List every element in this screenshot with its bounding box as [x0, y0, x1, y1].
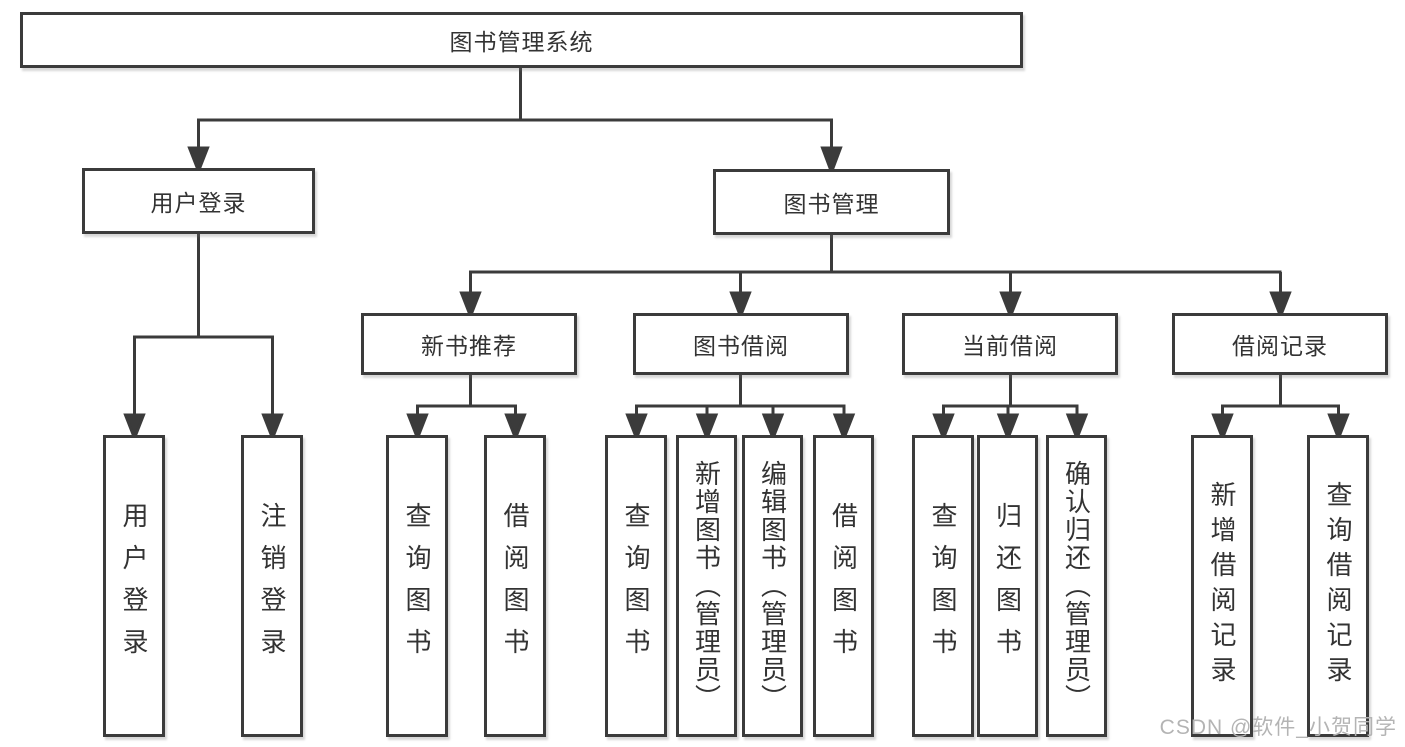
leaf-nb-query-books: 查询图书	[386, 435, 448, 737]
leaf-cb-confirm-return-admin: 确认归还（管理员）	[1046, 435, 1107, 737]
node-user-login: 用户登录	[82, 168, 315, 234]
node-book-management: 图书管理	[713, 169, 950, 235]
leaf-cb-return-books-label: 归还图书	[992, 502, 1023, 670]
csdn-watermark: CSDN @软件_小贺同学	[1159, 716, 1397, 739]
leaf-bb-add-books-admin: 新增图书（管理员）	[676, 435, 737, 737]
leaf-nb-borrow-books: 借阅图书	[484, 435, 546, 737]
leaf-cb-confirm-return-admin-label: 确认归还（管理员）	[1061, 460, 1092, 712]
leaf-user-login: 用户登录	[103, 435, 165, 737]
leaf-br-query-record-label: 查询借阅记录	[1323, 481, 1353, 691]
leaf-bb-add-books-admin-label: 新增图书（管理员）	[691, 460, 722, 712]
leaf-cb-query-books: 查询图书	[912, 435, 974, 737]
leaf-bb-borrow-books-label: 借阅图书	[828, 502, 859, 670]
leaf-logout-login: 注销登录	[241, 435, 303, 737]
node-new-book-recommend: 新书推荐	[361, 313, 577, 375]
leaf-nb-query-books-label: 查询图书	[402, 502, 432, 670]
leaf-br-query-record: 查询借阅记录	[1307, 435, 1369, 737]
leaf-logout-login-label: 注销登录	[257, 502, 287, 670]
leaf-bb-borrow-books: 借阅图书	[813, 435, 874, 737]
node-current-borrow: 当前借阅	[902, 313, 1118, 375]
leaf-br-add-record: 新增借阅记录	[1191, 435, 1253, 737]
leaf-bb-query-books: 查询图书	[605, 435, 667, 737]
leaf-nb-borrow-books-label: 借阅图书	[500, 502, 530, 670]
leaf-cb-return-books: 归还图书	[977, 435, 1038, 737]
node-book-borrow: 图书借阅	[633, 313, 849, 375]
node-library-system: 图书管理系统	[20, 12, 1023, 68]
leaf-bb-edit-books-admin: 编辑图书（管理员）	[742, 435, 803, 737]
node-borrow-records: 借阅记录	[1172, 313, 1388, 375]
leaf-cb-query-books-label: 查询图书	[928, 502, 958, 670]
leaf-user-login-label: 用户登录	[119, 502, 149, 670]
leaf-br-add-record-label: 新增借阅记录	[1207, 481, 1237, 691]
leaf-bb-query-books-label: 查询图书	[621, 502, 651, 670]
leaf-bb-edit-books-admin-label: 编辑图书（管理员）	[757, 460, 788, 712]
